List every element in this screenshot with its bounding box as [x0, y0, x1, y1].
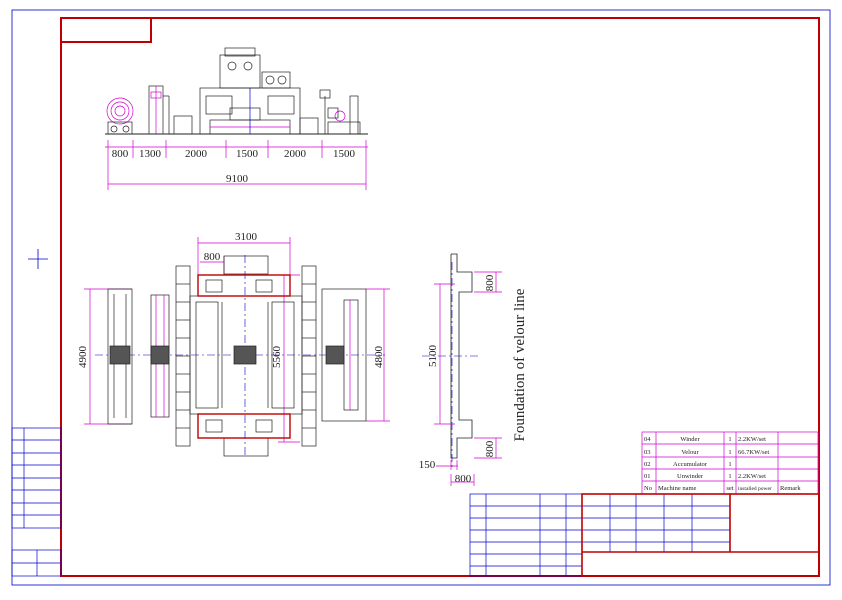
row-qty: 1: [728, 473, 731, 480]
row-qty: 1: [728, 449, 731, 456]
row-no: 03: [644, 449, 651, 456]
machine-table-text: 04 Winder 1 2.2KW/set 03 Velour 1 66.7KW…: [644, 436, 801, 492]
foundation-base: 800: [455, 473, 472, 485]
foundation-height: 5100: [427, 345, 439, 368]
row-name: Velour: [681, 449, 699, 456]
dim-segment-3: 2000: [185, 148, 208, 160]
foundation-bottom-step: 800: [484, 440, 496, 457]
row-no: 04: [644, 436, 651, 443]
row-name: Winder: [680, 436, 700, 443]
dim-segment-6: 1500: [333, 148, 356, 160]
foundation-profile: [450, 253, 473, 459]
header-remark: Remark: [780, 485, 801, 492]
title-block-grid: [469, 493, 730, 577]
foundation-top-step: 800: [484, 274, 496, 291]
foundation-title: Foundation of velour line: [512, 288, 528, 441]
foundation-dimension-lines: [434, 271, 502, 486]
title-box-top-left: [60, 17, 152, 43]
header-qty: set: [726, 485, 733, 492]
row-power: 2.2KW/set: [738, 436, 766, 443]
row-name: Accumulator: [673, 461, 708, 468]
top-dimension-labels: 800 1300 2000 1500 2000 1500 9100: [112, 148, 356, 185]
row-qty: 1: [728, 436, 731, 443]
row-name: Unwinder: [677, 473, 704, 480]
row-no: 02: [644, 461, 651, 468]
dim-plan-height-left: 4900: [77, 346, 89, 369]
dim-segment-4: 1500: [236, 148, 259, 160]
foundation-labels: 5100 800 800 150 800 Foundation of velou…: [419, 274, 528, 485]
dim-plan-height-center: 5560: [271, 346, 283, 369]
drawing-frame: [60, 17, 820, 577]
plan-highlight-outlines: [197, 274, 291, 439]
plan-view: [107, 255, 367, 457]
dim-total: 9100: [226, 173, 249, 185]
foundation-ledge: 150: [419, 459, 436, 471]
elevation-view: [105, 47, 368, 135]
plan-dimension-labels: 3100 800 4900 5560 4800: [77, 231, 385, 368]
registration-mark: [28, 249, 48, 269]
title-block-red: [581, 493, 820, 577]
header-name: Machine name: [658, 485, 697, 492]
top-dimension-lines: [105, 140, 368, 190]
row-power: 2.2KW/set: [738, 473, 766, 480]
outer-border: [11, 9, 831, 586]
row-qty: 1: [728, 461, 731, 468]
foundation-centerline: [422, 262, 480, 470]
dim-segment-2: 1300: [139, 148, 162, 160]
dim-segment-1: 800: [112, 148, 129, 160]
row-power: 66.7KW/set: [738, 449, 769, 456]
header-no: No: [644, 485, 652, 492]
left-margin-grid: [11, 427, 62, 577]
dim-segment-5: 2000: [284, 148, 307, 160]
dim-plan-height-right: 4800: [373, 346, 385, 369]
dim-plan-width: 3100: [235, 231, 258, 243]
row-no: 01: [644, 473, 651, 480]
header-power: installed power: [738, 486, 772, 492]
dim-plan-offset: 800: [204, 251, 221, 263]
